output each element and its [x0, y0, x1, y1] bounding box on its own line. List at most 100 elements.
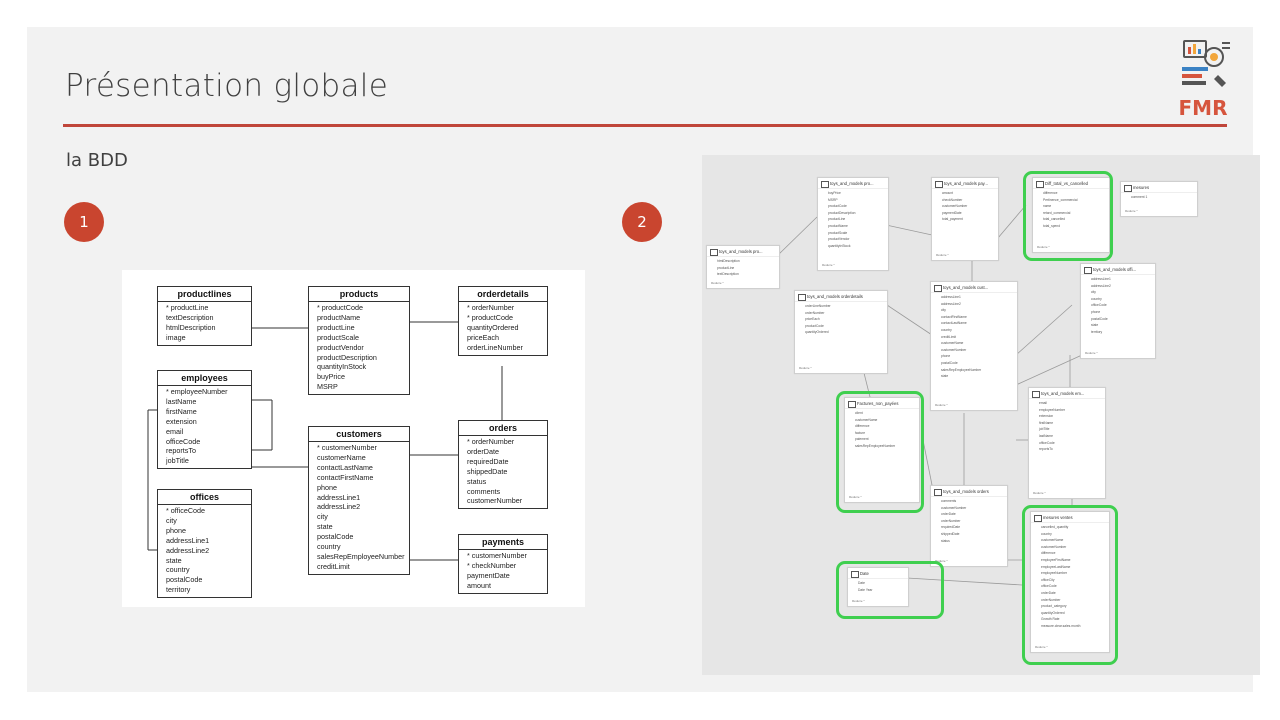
field: amount	[467, 580, 491, 590]
field: addressLine2	[317, 502, 361, 512]
card-title: Factures_non_payées	[845, 398, 919, 409]
model-card[interactable]: Date Date Date Year Réduire ^	[847, 567, 909, 607]
model-card[interactable]: toys_and_models orderdetails orderLineNu…	[794, 290, 888, 374]
card-footer[interactable]: Réduire ^	[849, 495, 862, 499]
field: customerNumber	[467, 496, 523, 506]
card-footer[interactable]: Réduire ^	[822, 263, 835, 267]
field: contactLastName	[941, 321, 967, 326]
card-fields: orderLineNumber orderNumber priceEach pr…	[795, 302, 887, 337]
card-footer[interactable]: Réduire ^	[1035, 645, 1048, 649]
field: country	[941, 327, 952, 332]
card-footer[interactable]: Réduire ^	[799, 366, 812, 370]
field: addressLine1	[317, 492, 361, 502]
field: paymentDate	[467, 570, 510, 580]
field: client	[855, 411, 863, 415]
card-title: toys_and_models offi...	[1081, 264, 1155, 275]
field: phone	[166, 525, 186, 535]
field: country	[317, 542, 341, 552]
model-card[interactable]: Diff_total_vs_cancelled difference Perti…	[1032, 177, 1110, 253]
field: addressLine1	[1091, 277, 1111, 281]
card-fields: comments customerNumber orderDate orderN…	[931, 497, 1007, 545]
card-title: toys_and_models pay...	[932, 178, 998, 189]
field: comment 1	[1131, 195, 1148, 199]
highlight-frame	[1023, 171, 1113, 261]
card-title: mesures ventes	[1031, 512, 1109, 523]
field: * productLine	[166, 303, 209, 312]
card-footer[interactable]: Réduire ^	[935, 559, 948, 563]
table-title: products	[309, 287, 409, 302]
card-footer[interactable]: Réduire ^	[935, 403, 948, 407]
field: addressLine1	[166, 535, 210, 545]
field: extension	[166, 416, 197, 426]
table-customers: customers * customerNumber customerName …	[308, 426, 410, 575]
field: addressLine2	[1091, 283, 1111, 288]
model-card[interactable]: mesures comment 1 Réduire ^	[1120, 181, 1198, 217]
field: city	[941, 308, 946, 313]
field: productScale	[828, 230, 848, 235]
card-fields: difference Pertinence_commercial name re…	[1033, 189, 1109, 231]
card-footer[interactable]: Réduire ^	[852, 599, 865, 603]
field: productName	[828, 223, 848, 228]
field: salesRepEmployeeNumber	[317, 551, 405, 561]
model-card[interactable]: toys_and_models offi... addressLine1 add…	[1080, 263, 1156, 359]
field: state	[317, 522, 333, 532]
field: total_payment	[942, 217, 963, 222]
table-fields: * officeCode city phone addressLine1 add…	[158, 505, 251, 597]
model-card[interactable]: toys_and_models orders comments customer…	[930, 485, 1008, 567]
table-products: products * productCode productName produ…	[308, 286, 410, 396]
card-footer[interactable]: Réduire ^	[1125, 209, 1138, 213]
field: customerName	[941, 341, 964, 346]
field: productLine	[717, 265, 735, 270]
title-divider	[63, 124, 1227, 127]
field: checkNumber	[942, 197, 963, 202]
field: extension	[1039, 414, 1054, 419]
field: textDescription	[717, 272, 739, 277]
field: facture	[855, 430, 866, 435]
table-fields: * orderNumber * productCode quantityOrde…	[459, 302, 547, 355]
field: employeeNumber	[1039, 407, 1066, 412]
field: orderNumber	[941, 518, 961, 523]
field: salesRepEmployeeNumber	[855, 443, 896, 448]
card-footer[interactable]: Réduire ^	[1085, 351, 1098, 355]
card-footer[interactable]: Réduire ^	[1033, 491, 1046, 495]
field: jobTitle	[166, 456, 189, 466]
field: productName	[317, 312, 361, 322]
field: contactFirstName	[317, 472, 374, 482]
field: Date Year	[858, 587, 873, 592]
field: * checkNumber	[467, 560, 517, 570]
field: comments	[941, 499, 957, 503]
card-footer[interactable]: Réduire ^	[711, 281, 724, 285]
model-card[interactable]: mesures ventes cancelled_quantity countr…	[1030, 511, 1110, 653]
field: customerName	[855, 417, 878, 422]
model-card[interactable]: toys_and_models pro... buyPrice MSRP pro…	[817, 177, 889, 271]
field: amount	[942, 191, 953, 195]
card-fields: cancelled_quantity country customerName …	[1031, 523, 1109, 631]
field: htmlDescription	[166, 322, 216, 332]
card-footer[interactable]: Réduire ^	[936, 253, 949, 257]
model-card[interactable]: toys_and_models em... email employeeNumb…	[1028, 387, 1106, 499]
card-title: toys_and_models orders	[931, 486, 1007, 497]
field: phone	[1091, 309, 1101, 314]
model-card[interactable]: Factures_non_payées client customerName …	[844, 397, 920, 503]
card-fields: htmlDescription productLine textDescript…	[707, 257, 779, 279]
highlight-frame	[1022, 505, 1118, 665]
table-title: productlines	[158, 287, 251, 302]
highlight-frame	[836, 561, 944, 619]
field: difference	[1041, 551, 1056, 556]
model-card[interactable]: toys_and_models pay... amount checkNumbe…	[931, 177, 999, 261]
field: customerNumber	[941, 347, 967, 352]
field: productVendor	[317, 342, 364, 352]
highlight-frame	[836, 391, 924, 513]
field: quantityOrdered	[805, 330, 829, 335]
field: quantityInStock	[317, 362, 367, 372]
card-fields: comment 1	[1121, 193, 1197, 202]
card-footer[interactable]: Réduire ^	[1037, 245, 1050, 249]
field: * productCode	[467, 312, 513, 322]
field: * productCode	[317, 303, 363, 312]
model-card[interactable]: toys_and_models cust... addressLine1 add…	[930, 281, 1018, 411]
field: productLine	[317, 322, 355, 332]
field: priceEach	[467, 332, 499, 342]
table-fields: * customerNumber customerName contactLas…	[309, 442, 409, 574]
field: status	[941, 538, 950, 543]
model-card[interactable]: toys_and_models pro... htmlDescription p…	[706, 245, 780, 289]
